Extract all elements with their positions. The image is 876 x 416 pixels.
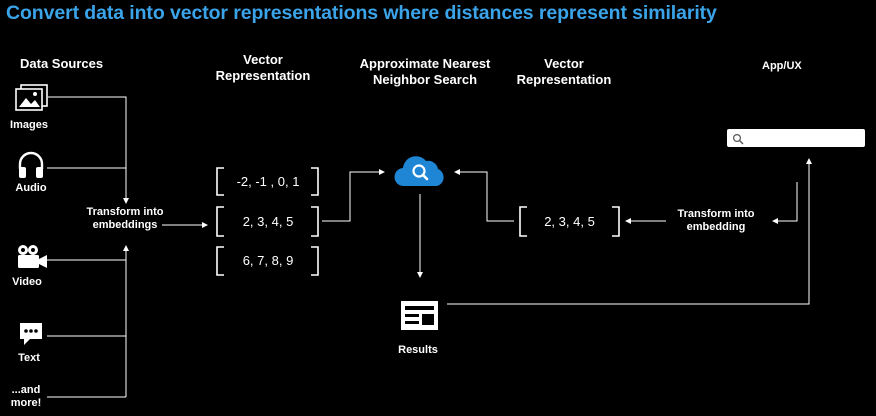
vector-value: 6, 7, 8, 9: [242, 253, 294, 268]
chat-bubble-icon: [17, 321, 45, 347]
page-title: Convert data into vector representations…: [6, 2, 717, 24]
search-input[interactable]: [727, 129, 865, 147]
images-icon: [14, 84, 50, 114]
results-page-icon: [400, 300, 440, 332]
transform-line: embeddings: [92, 219, 158, 231]
search-icon: [732, 132, 744, 145]
source-label-more: ...and more!: [4, 384, 48, 410]
header-line: Neighbor Search: [372, 72, 478, 87]
headphones-icon: [16, 150, 46, 180]
source-label-text: Text: [18, 352, 40, 364]
cloud-search-icon: [394, 152, 446, 188]
transform-line: Transform into: [677, 208, 755, 220]
more-line: more!: [10, 397, 42, 409]
header-line: Representation: [516, 72, 612, 87]
vector-value: -2, -1 , 0, 1: [236, 174, 300, 189]
transform-into-embedding-label: Transform into embedding: [670, 208, 762, 234]
header-ann-search: Approximate Nearest Neighbor Search: [355, 56, 495, 88]
vector-value: 2, 3, 4, 5: [242, 214, 294, 229]
video-camera-icon: [15, 243, 49, 271]
header-line: Representation: [215, 68, 311, 83]
vector-value-query: 2, 3, 4, 5: [544, 214, 595, 229]
more-line: ...and: [11, 384, 41, 396]
transform-line: embedding: [686, 221, 746, 233]
source-label-images: Images: [10, 119, 48, 131]
header-data-sources: Data Sources: [20, 56, 104, 71]
header-vector-representation-right: Vector Representation: [514, 56, 614, 88]
header-app-ux: App/UX: [762, 60, 802, 72]
header-line: Vector: [243, 52, 283, 67]
source-label-video: Video: [12, 276, 42, 288]
vector-brackets: [216, 167, 620, 276]
source-label-audio: Audio: [15, 182, 47, 194]
header-line: Vector: [544, 56, 584, 71]
results-label: Results: [398, 344, 438, 356]
header-vector-representation-left: Vector Representation: [213, 52, 313, 84]
transform-into-embeddings-label: Transform into embeddings: [80, 206, 170, 232]
header-line: Approximate Nearest: [359, 56, 491, 71]
transform-line: Transform into: [86, 206, 164, 218]
